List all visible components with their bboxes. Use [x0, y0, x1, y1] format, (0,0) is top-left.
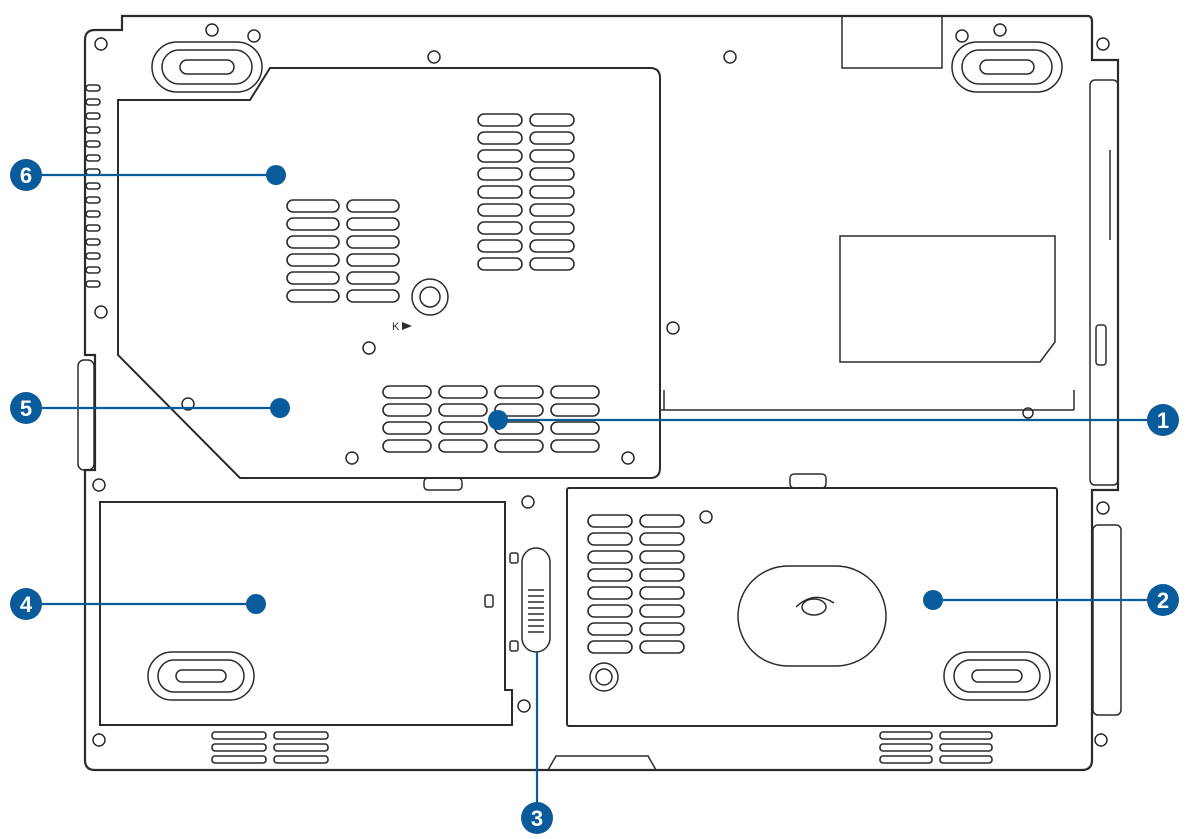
callout-2: 2 — [1147, 584, 1179, 616]
callout-3: 3 — [521, 802, 553, 834]
optical-drive-edge — [1089, 79, 1119, 486]
leader-dot-2 — [923, 590, 943, 610]
battery-lock-switch — [521, 547, 551, 653]
rubber-foot-top-right — [951, 41, 1063, 93]
rubber-foot-bottom-left — [147, 651, 255, 701]
hard-disk-panel — [99, 501, 513, 726]
battery-logo-badge — [737, 565, 887, 667]
hdd-lock-symbol — [484, 594, 494, 608]
optical-drive-eject — [1095, 324, 1107, 366]
leader-dot-6 — [266, 165, 286, 185]
rubber-foot-bottom-right — [943, 651, 1051, 701]
lock-icon-bottom — [509, 640, 519, 652]
callout-5: 5 — [10, 392, 42, 424]
leader-dot-4 — [246, 594, 266, 614]
right-side-port-panel — [1092, 524, 1122, 716]
kensington-mark: K — [392, 321, 400, 333]
front-notch — [547, 755, 657, 771]
svg-text:1: 1 — [1157, 408, 1169, 433]
leader-dot-5 — [270, 398, 290, 418]
compartment-vents-bottom — [382, 385, 600, 453]
svg-text:4: 4 — [20, 592, 33, 617]
left-side-port — [77, 359, 95, 471]
compartment-latch-tab — [423, 477, 463, 491]
kensington-arrow — [402, 322, 412, 330]
callout-6: 6 — [10, 159, 42, 191]
battery-round-knob — [589, 662, 619, 692]
battery-vents — [587, 514, 685, 654]
rubber-foot-top-left — [151, 41, 263, 93]
leader-dot-1 — [488, 410, 508, 430]
callout-4: 4 — [10, 588, 42, 620]
compartment-vents-upper-right — [477, 113, 575, 271]
top-latch-block — [841, 15, 943, 69]
svg-text:2: 2 — [1157, 588, 1169, 613]
laptop-body-outline — [83, 14, 1120, 772]
compartment-round-knob — [411, 278, 449, 316]
left-vent-fins — [85, 84, 101, 288]
svg-text:5: 5 — [20, 396, 32, 421]
label-area — [839, 235, 1056, 363]
svg-text:3: 3 — [531, 806, 543, 831]
bottom-vents-right — [879, 731, 993, 764]
battery-top-tab — [789, 473, 827, 489]
callout-1: 1 — [1147, 404, 1179, 436]
bottom-vents-left — [211, 731, 329, 764]
compartment-vents-middle-left — [286, 199, 400, 303]
lock-icon-top — [509, 552, 519, 564]
svg-text:6: 6 — [20, 163, 32, 188]
screws — [92, 23, 1110, 747]
